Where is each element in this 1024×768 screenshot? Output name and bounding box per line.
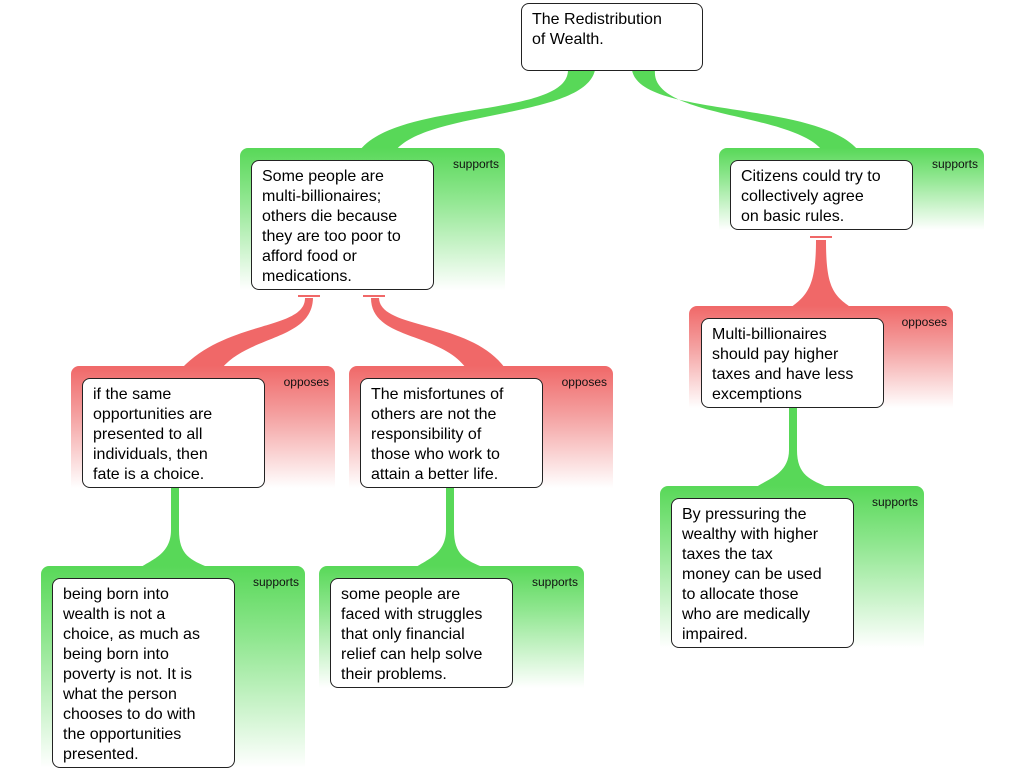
relation-label-n21: opposes — [901, 315, 947, 329]
connector-n1-n12 — [371, 298, 505, 368]
argument-node-n1[interactable]: Some people are multi-billionaires; othe… — [251, 160, 434, 290]
relation-label-n211: supports — [871, 495, 918, 509]
relation-label-n2: supports — [931, 157, 978, 171]
argument-node-n2[interactable]: Citizens could try to collectively agree… — [730, 160, 913, 230]
argument-text-n211: By pressuring the wealthy with higher ta… — [682, 506, 822, 643]
connector-n1-n11 — [182, 298, 313, 368]
argument-node-n211[interactable]: By pressuring the wealthy with higher ta… — [671, 498, 854, 648]
oppose-bar-n11 — [298, 295, 320, 297]
argument-node-n11[interactable]: if the same opportunities are presented … — [82, 378, 265, 488]
relation-label-n12: opposes — [561, 375, 607, 389]
argument-node-n21[interactable]: Multi-billionaires should pay higher tax… — [701, 318, 884, 408]
argument-text-n21: Multi-billionaires should pay higher tax… — [712, 326, 854, 403]
relation-label-n11: opposes — [283, 375, 329, 389]
argument-text-n2: Citizens could try to collectively agree… — [741, 168, 881, 225]
relation-label-n121: supports — [531, 575, 578, 589]
connector-n11-n111 — [140, 488, 210, 568]
argument-node-n12[interactable]: The misfortunes of others are not the re… — [360, 378, 543, 488]
connector-root-n1 — [360, 70, 595, 150]
argument-node-n111[interactable]: being born into wealth is not a choice, … — [52, 578, 235, 768]
argument-text-n121: some people are faced with struggles tha… — [341, 586, 483, 683]
argument-text-n1: Some people are multi-billionaires; othe… — [262, 168, 401, 285]
oppose-bar-n21 — [810, 236, 832, 238]
argument-text-n11: if the same opportunities are presented … — [93, 386, 213, 483]
root-node[interactable]: The Redistribution of Wealth. — [521, 3, 703, 71]
root-node-text: The Redistribution of Wealth. — [532, 11, 662, 48]
connector-n21-n211 — [755, 408, 830, 488]
connector-n12-n121 — [415, 488, 485, 568]
relation-label-n1: supports — [452, 157, 499, 171]
argument-node-n121[interactable]: some people are faced with struggles tha… — [330, 578, 513, 688]
connector-n2-n21 — [790, 240, 852, 308]
argument-text-n111: being born into wealth is not a choice, … — [63, 586, 200, 763]
argument-text-n12: The misfortunes of others are not the re… — [371, 386, 504, 483]
connector-root-n2 — [632, 70, 858, 150]
oppose-bar-n12 — [363, 295, 385, 297]
relation-label-n111: supports — [252, 575, 299, 589]
